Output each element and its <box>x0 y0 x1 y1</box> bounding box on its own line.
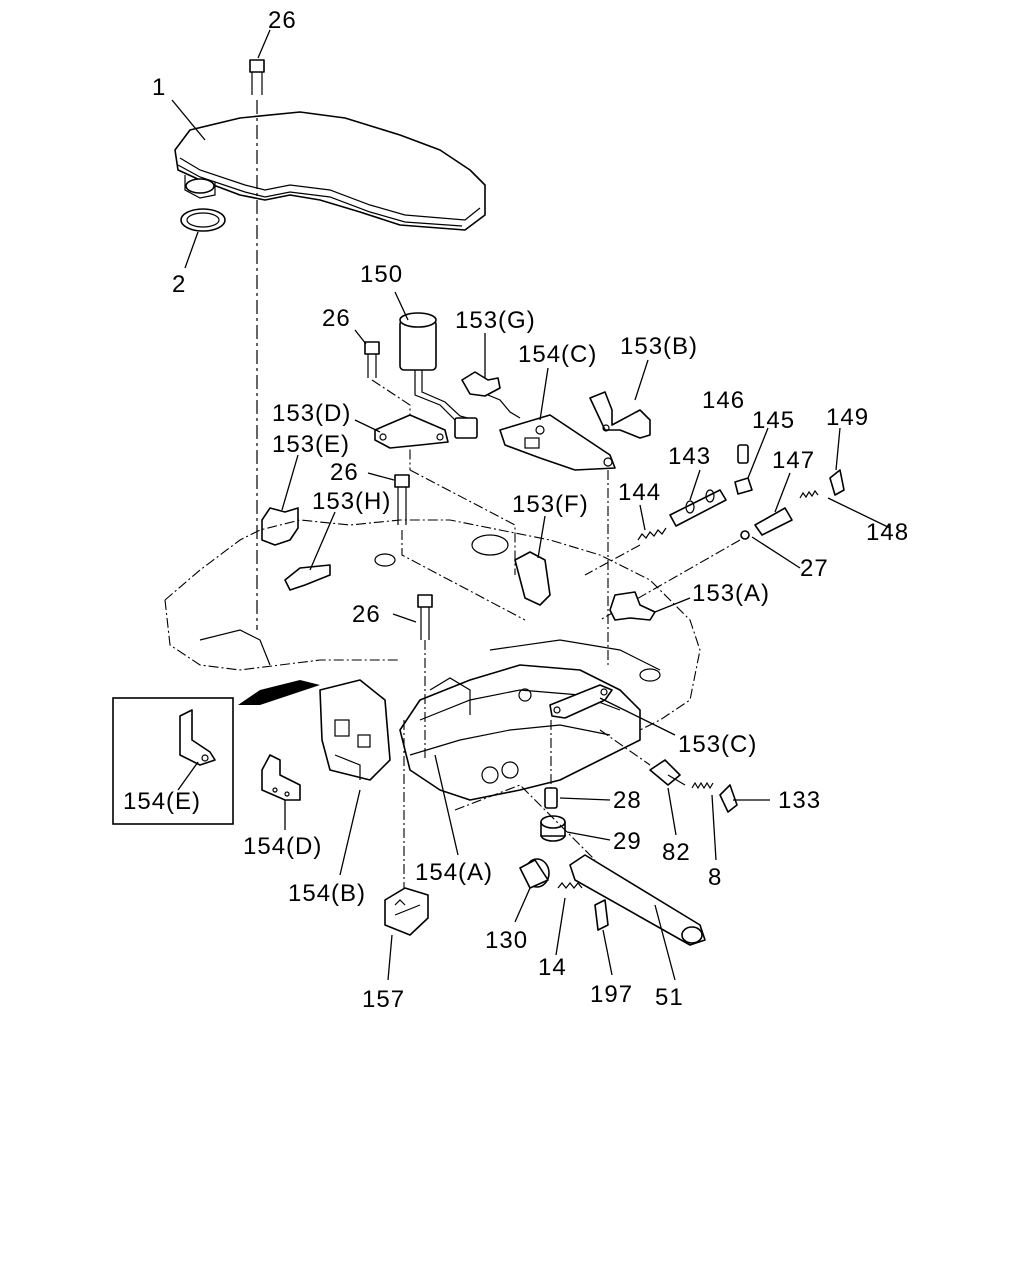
plug-28 <box>544 720 558 809</box>
axis-51 <box>454 784 596 861</box>
spring-144 <box>637 527 667 541</box>
callout-145: 145 <box>752 407 795 434</box>
bolt-26-mid <box>364 341 411 470</box>
cap-29 <box>540 815 566 842</box>
o-ring-2 <box>180 208 226 232</box>
callout-143: 143 <box>668 443 711 470</box>
callout-153h: 153(H) <box>312 488 391 515</box>
callout-82: 82 <box>662 839 691 866</box>
clamp-153h <box>284 564 331 591</box>
callout-153a: 153(A) <box>692 580 770 607</box>
clip-197 <box>594 899 609 931</box>
callout-130: 130 <box>485 927 528 954</box>
callout-154a: 154(A) <box>415 859 493 886</box>
spring-148 <box>799 489 819 499</box>
retainer-149 <box>829 469 845 496</box>
callout-154d: 154(D) <box>243 833 322 860</box>
axis-82 <box>599 729 651 766</box>
callout-26-top: 26 <box>268 7 297 34</box>
callout-157: 157 <box>362 986 405 1013</box>
callout-27: 27 <box>800 555 829 582</box>
callout-197: 197 <box>590 981 633 1008</box>
callout-153c: 153(C) <box>678 731 757 758</box>
manual-valve-51 <box>569 854 706 946</box>
callout-153f: 153(F) <box>512 491 589 518</box>
callout-147: 147 <box>772 447 815 474</box>
pin-146 <box>737 444 749 464</box>
callout-labels: 26 1 2 150 26 153(G) 154(C) 153(B) 153(D… <box>123 7 909 1013</box>
ball-27 <box>740 530 750 540</box>
callout-51: 51 <box>655 984 684 1011</box>
valve-147 <box>754 507 793 536</box>
callout-153b: 153(B) <box>620 333 698 360</box>
callout-149: 149 <box>826 404 869 431</box>
oil-pan-cover <box>174 111 486 231</box>
plug-145 <box>734 477 753 495</box>
bolt-26-long <box>394 474 526 621</box>
bolt-26-lower <box>417 594 433 760</box>
bracket-154b <box>319 679 391 781</box>
axis-153d <box>409 469 516 575</box>
callout-153g: 153(G) <box>455 307 536 334</box>
valve-82 <box>649 759 686 786</box>
spring-14 <box>557 882 583 889</box>
clamp-153f <box>514 551 551 606</box>
callout-154c: 154(C) <box>518 341 597 368</box>
callout-153e: 153(E) <box>272 431 350 458</box>
valve-body-upper <box>164 519 701 771</box>
callout-150: 150 <box>360 261 403 288</box>
callout-26-long: 26 <box>330 459 359 486</box>
callout-2: 2 <box>172 271 186 298</box>
callout-26-mid: 26 <box>322 305 351 332</box>
callout-146: 146 <box>702 387 745 414</box>
spring-8 <box>691 781 714 790</box>
callout-144: 144 <box>618 479 661 506</box>
callout-28: 28 <box>613 787 642 814</box>
pointer-arrow <box>238 680 320 705</box>
valve-143 <box>669 489 727 527</box>
callout-26-lower: 26 <box>352 601 381 628</box>
sleeve-130 <box>519 858 550 889</box>
clamp-153e <box>261 507 299 546</box>
axis-143 <box>584 544 641 576</box>
callout-153d: 153(D) <box>272 400 351 427</box>
callout-154b: 154(B) <box>288 880 366 907</box>
callout-148: 148 <box>866 519 909 546</box>
callout-29: 29 <box>613 828 642 855</box>
clamp-153b <box>589 391 651 439</box>
solenoid-150 <box>399 312 478 439</box>
inset-154e <box>112 697 234 825</box>
bolt-26-top <box>249 59 265 95</box>
bracket-154d <box>261 754 301 801</box>
callout-8: 8 <box>708 864 722 891</box>
callout-133: 133 <box>778 787 821 814</box>
clamp-153a <box>609 591 656 621</box>
callout-14: 14 <box>538 954 567 981</box>
clamp-153d <box>374 414 449 449</box>
clamp-153g <box>461 371 521 419</box>
connector-157 <box>384 720 429 936</box>
callout-154e: 154(E) <box>123 788 201 815</box>
retainer-133 <box>719 784 738 813</box>
bracket-154c <box>499 414 616 471</box>
callout-1: 1 <box>152 74 166 101</box>
leader-lines <box>171 29 891 981</box>
